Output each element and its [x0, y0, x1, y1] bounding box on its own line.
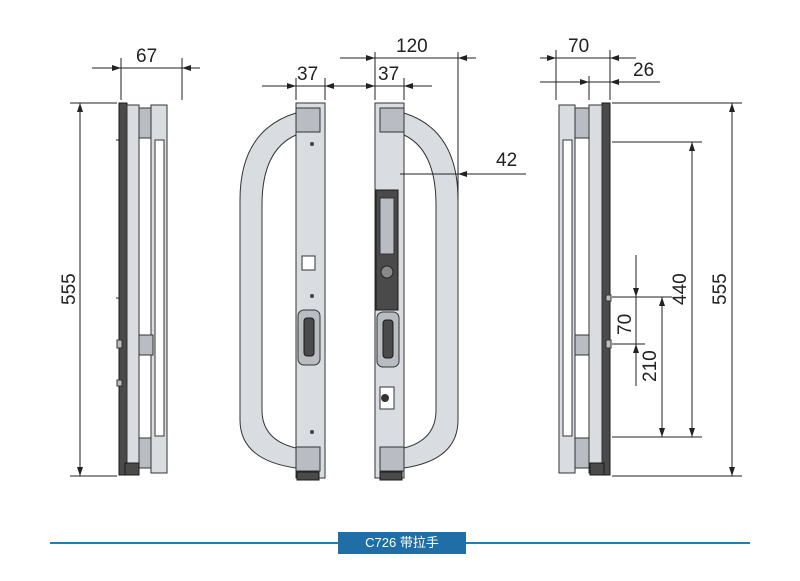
right-side-view	[558, 102, 612, 476]
dim-label-555-left: 555	[59, 273, 80, 305]
lock-front-view	[374, 102, 459, 481]
dim-label-42: 42	[496, 150, 517, 171]
footer-rule-left	[50, 542, 338, 544]
handle-front-view	[239, 102, 326, 481]
dim-right-width: 70	[540, 36, 636, 100]
dim-label-67: 67	[136, 46, 157, 67]
dim-label-120: 120	[396, 36, 428, 57]
dim-label-70: 70	[568, 36, 589, 57]
dim-left-width: 67	[92, 46, 200, 100]
dim-hole-spacing: 440	[612, 141, 702, 438]
dim-overall-depth: 120	[340, 36, 476, 200]
dim-right-inner: 26	[540, 60, 660, 100]
dim-left-height: 555	[59, 102, 117, 477]
dim-lower-offset: 210	[612, 296, 672, 437]
dim-right-height: 555	[612, 102, 742, 477]
dim-label-210: 210	[640, 350, 661, 382]
dim-handle-width: 37	[262, 64, 370, 100]
footer-rule-right	[466, 542, 750, 544]
dim-upper-offset: 70	[612, 255, 645, 386]
dim-label-37-handle: 37	[297, 64, 318, 85]
dim-label-555-right: 555	[710, 273, 731, 305]
dim-label-70-offset: 70	[615, 314, 636, 335]
dim-label-37-lock: 37	[378, 64, 399, 85]
dim-label-440: 440	[670, 273, 691, 305]
product-label: C726 带拉手	[338, 532, 466, 554]
dim-label-26: 26	[633, 60, 654, 81]
dim-offset: 42	[400, 150, 526, 177]
dim-lock-width: 37	[340, 64, 432, 100]
technical-drawing: 67 555 37	[59, 36, 742, 481]
left-side-view	[116, 102, 168, 476]
